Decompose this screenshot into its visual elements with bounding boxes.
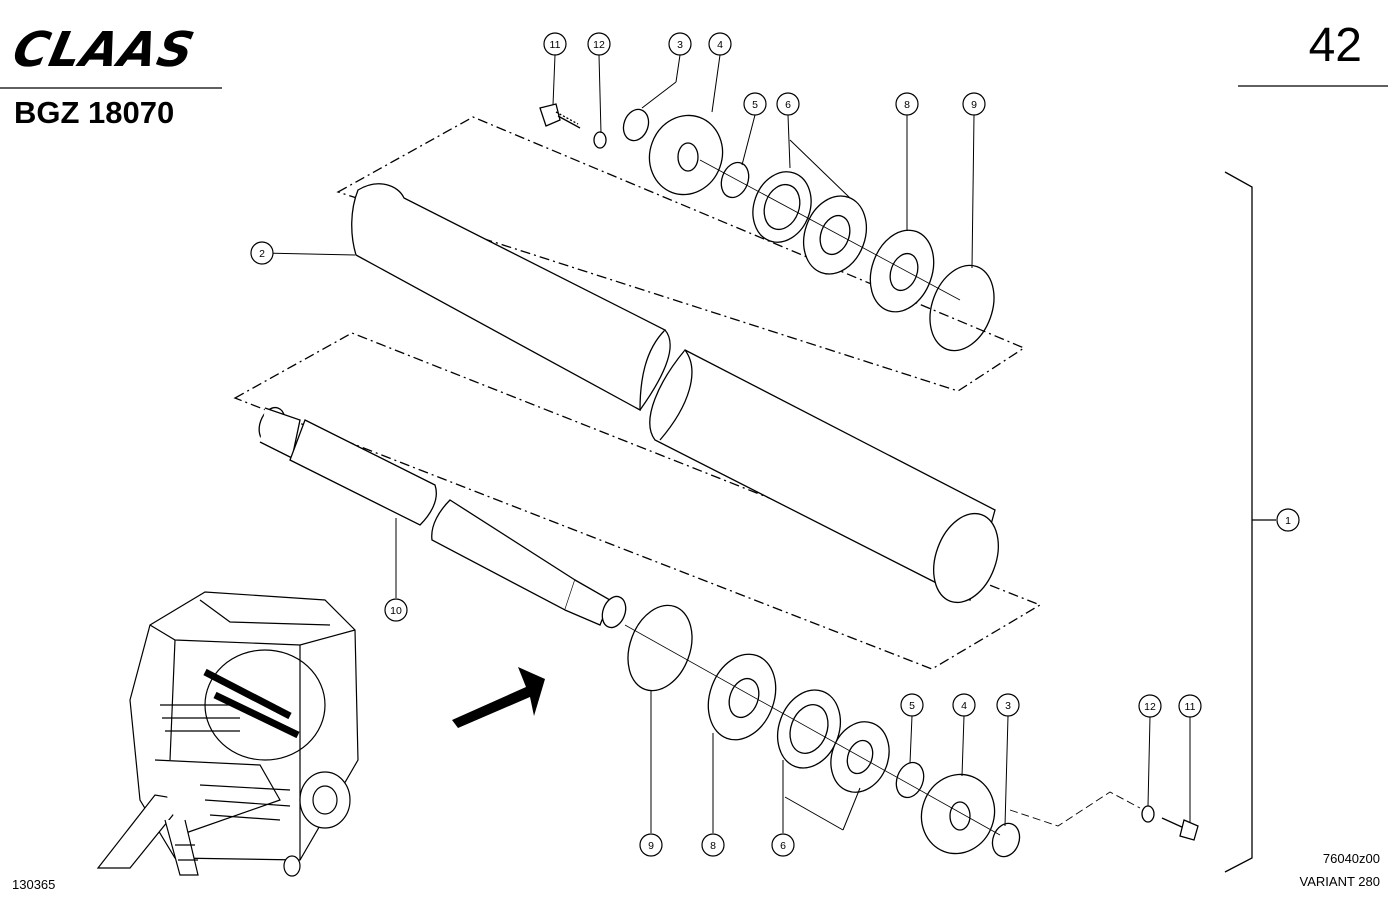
bottom-bolt: [1161, 817, 1199, 841]
callout-5-top: 5: [743, 92, 767, 116]
bottom-ball-bearing: [707, 653, 777, 741]
bottom-bolt-dashed-leader: [1009, 791, 1141, 827]
callout-number: 11: [1185, 701, 1196, 713]
callout-4-bottom: 4: [952, 693, 976, 717]
bottom-washer: [1141, 805, 1155, 823]
roller-tube: [351, 183, 999, 604]
callout-number: 10: [390, 605, 402, 617]
callout-8-bottom: 8: [701, 833, 725, 857]
top-bolt: [539, 103, 581, 129]
callout-9-top: 9: [962, 92, 986, 116]
shaft-assembly-boundary: [233, 332, 1042, 670]
callout-number: 12: [1144, 701, 1156, 713]
bottom-snap-ring: [627, 604, 693, 692]
callout-number: 9: [648, 840, 654, 852]
tube-assembly-boundary: [336, 116, 1026, 392]
callout-12-top: 12: [587, 32, 611, 56]
top-ball-bearing: [869, 229, 935, 313]
callout-number: 12: [593, 39, 605, 51]
callout-number: 11: [550, 39, 561, 51]
callout-1: 1: [1276, 508, 1300, 532]
page-number: 42: [1308, 19, 1362, 72]
assembly-bracket: [1224, 171, 1253, 873]
callout-number: 8: [904, 99, 910, 111]
callout-6-bottom: 6: [771, 833, 795, 857]
top-snap-ring: [929, 264, 995, 352]
callout-number: 1: [1285, 515, 1291, 527]
callout-9-bottom: 9: [639, 833, 663, 857]
round-baler-icon: [96, 591, 359, 877]
top-bearing-cover: [803, 195, 867, 275]
drawing-ref: 76040z00: [1322, 851, 1380, 866]
callout-4-top: 4: [708, 32, 732, 56]
drawing-code: BGZ 18070: [14, 95, 175, 130]
top-washer: [593, 131, 607, 149]
callout-number: 4: [717, 39, 723, 51]
callout-number: 2: [259, 248, 265, 260]
callout-number: 9: [971, 99, 977, 111]
callout-number: 3: [677, 39, 683, 51]
callout-3-top: 3: [668, 32, 692, 56]
callout-11-top: 11: [543, 32, 567, 56]
callout-number: 5: [752, 99, 758, 111]
callout-number: 8: [710, 840, 716, 852]
image-number: 130365: [12, 877, 56, 892]
callout-12-bottom: 12: [1138, 694, 1162, 718]
bottom-seal: [777, 689, 841, 769]
callout-6-top: 6: [776, 92, 800, 116]
callout-number: 6: [780, 840, 786, 852]
callout-markers: 1 2 11 12 3 4 5 6 8 9 10 9 8 6 5 4 3 12 …: [250, 32, 1300, 857]
arrow-down-left-icon: [452, 667, 545, 728]
bottom-flange: [920, 773, 996, 855]
roller-shaft: [258, 406, 627, 629]
bottom-spacer-ring: [895, 761, 925, 799]
bottom-axis-line: [624, 624, 1001, 836]
top-flange: [648, 114, 724, 196]
callout-3-bottom: 3: [996, 693, 1020, 717]
top-circlip: [622, 108, 650, 142]
callout-number: 4: [961, 700, 967, 712]
callout-number: 6: [785, 99, 791, 111]
callout-11-bottom: 11: [1178, 694, 1202, 718]
callout-5-bottom: 5: [900, 693, 924, 717]
top-seal: [752, 171, 812, 243]
top-spacer-ring: [720, 161, 750, 199]
bottom-circlip: [991, 822, 1021, 858]
top-axis-line: [699, 159, 961, 301]
variant-label: VARIANT 280: [1299, 874, 1380, 889]
callout-8-top: 8: [895, 92, 919, 116]
leader-lines: [261, 54, 1191, 833]
callout-10: 10: [384, 598, 408, 622]
callout-number: 3: [1005, 700, 1011, 712]
callout-number: 5: [909, 700, 915, 712]
callout-2: 2: [250, 241, 274, 265]
